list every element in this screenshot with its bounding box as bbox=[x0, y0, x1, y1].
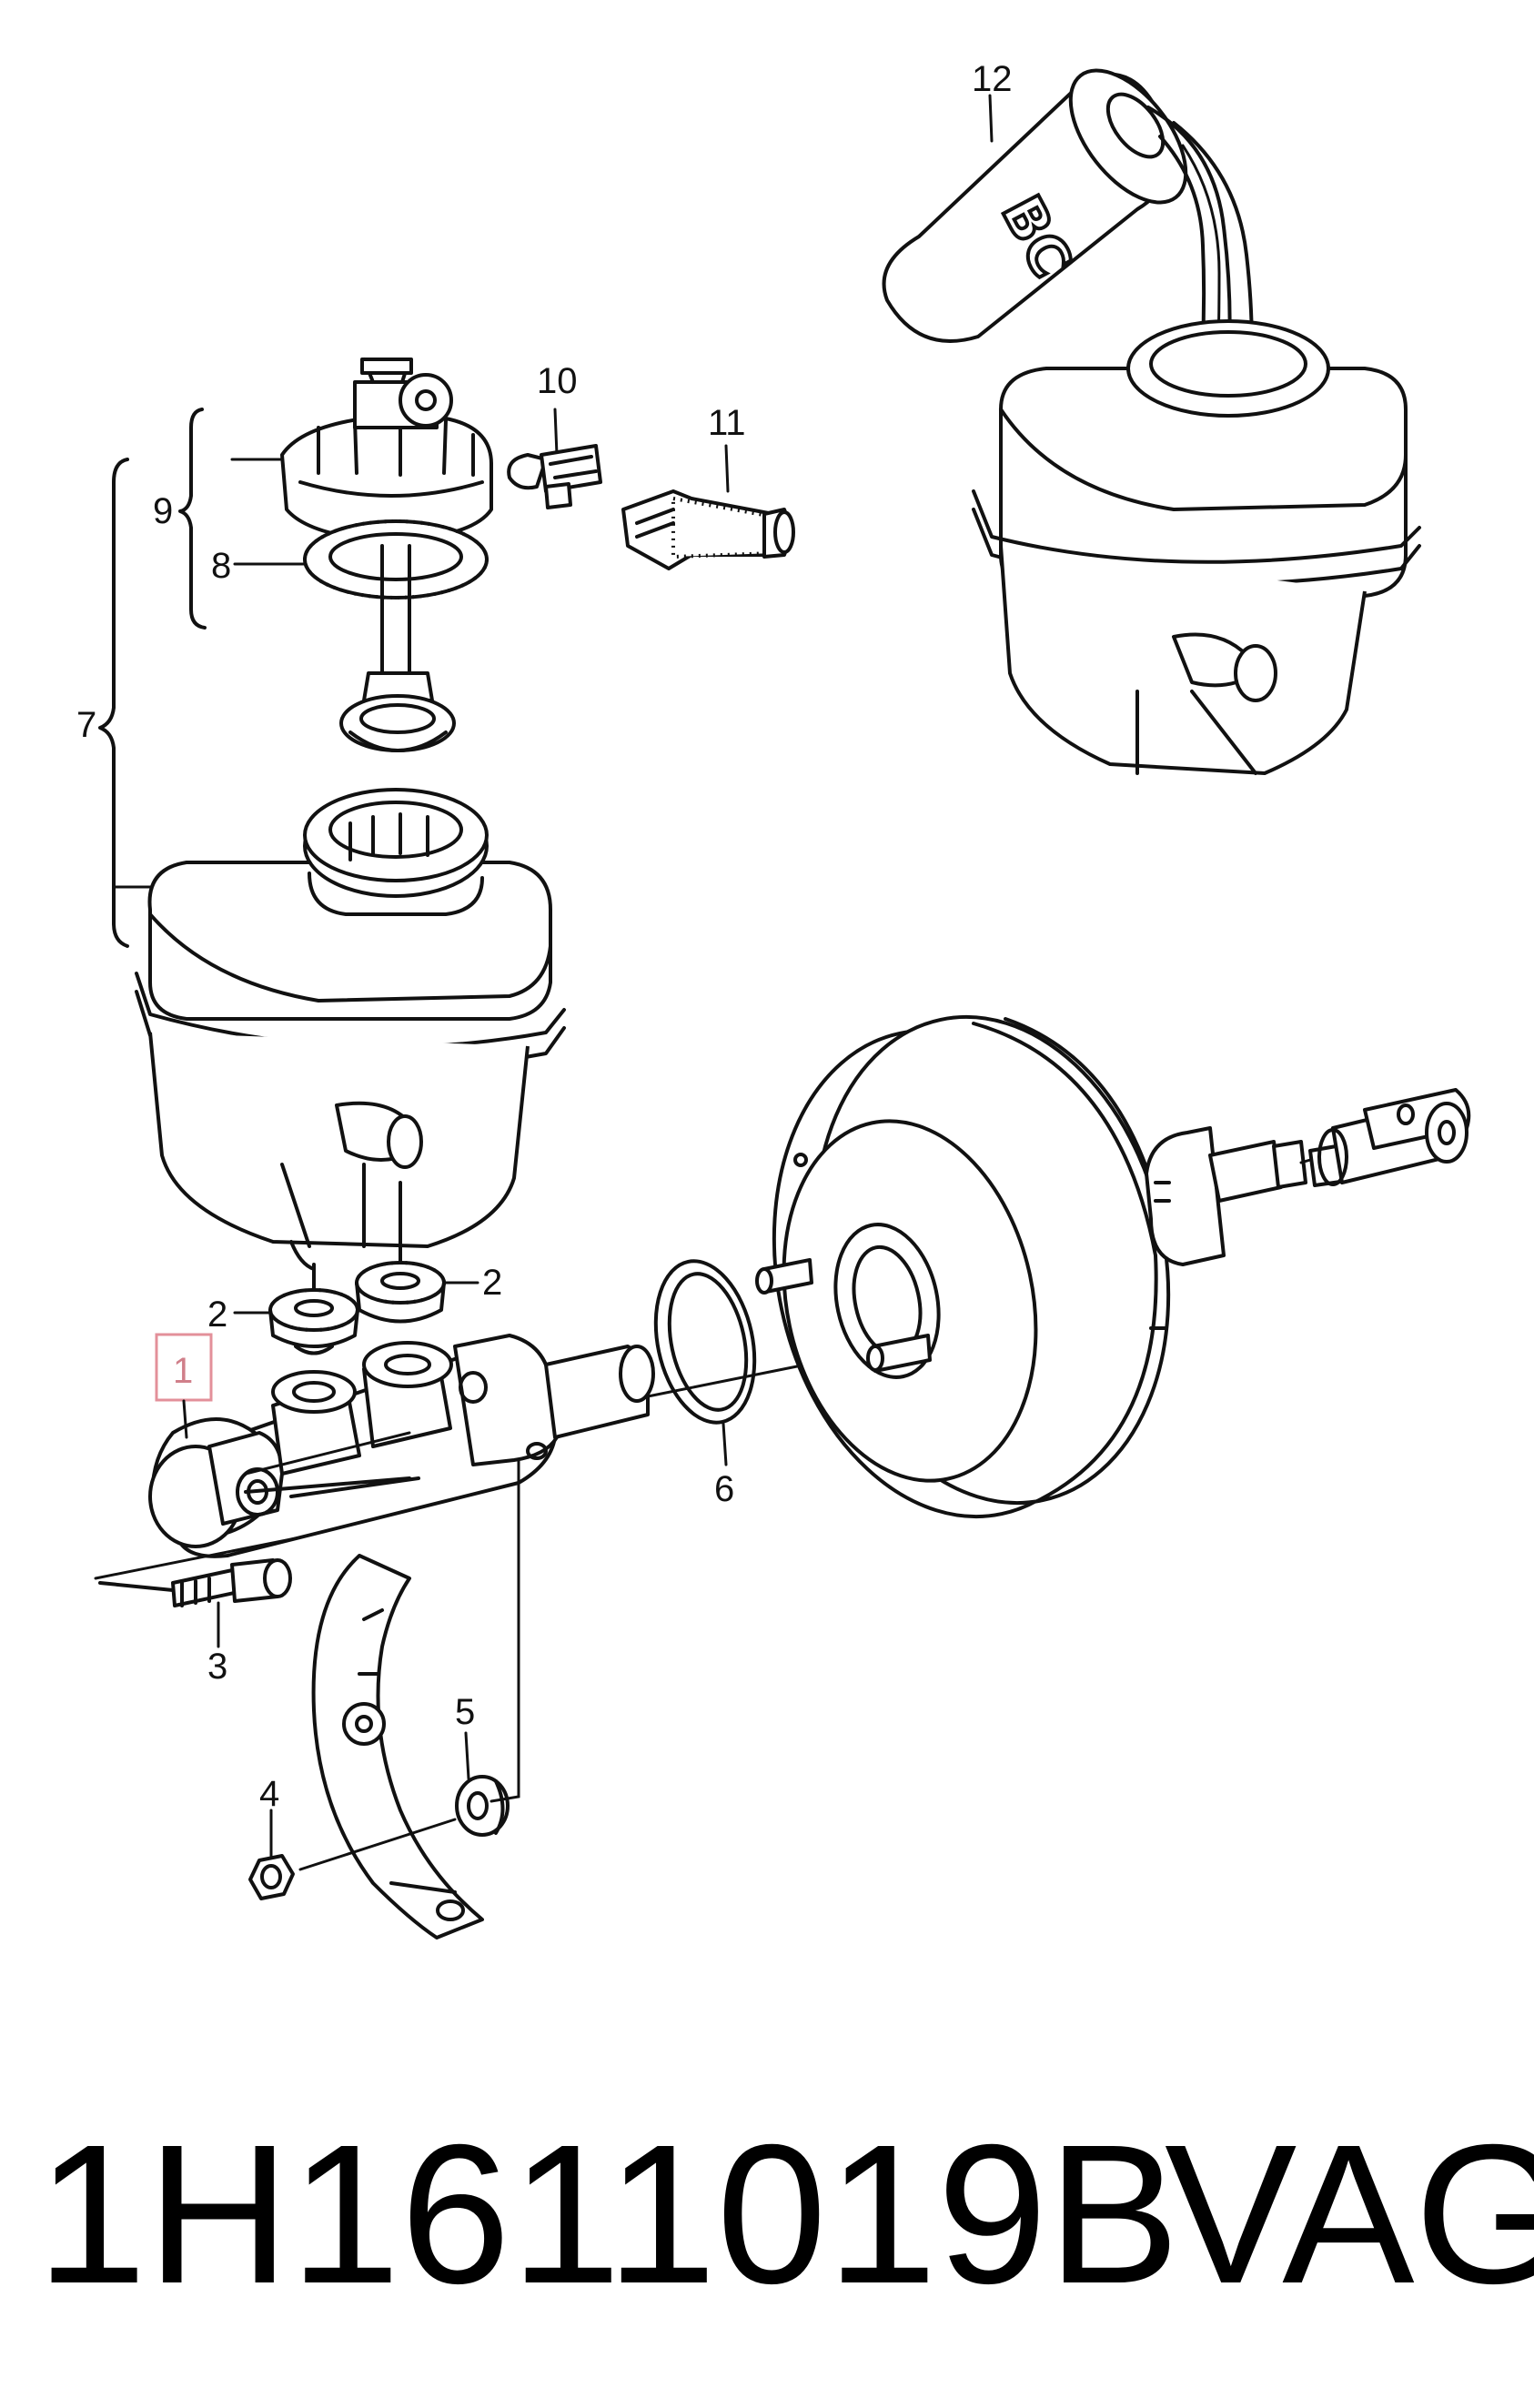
callout-label-2: 2 bbox=[207, 1295, 227, 1335]
callout-leader bbox=[182, 1399, 188, 1439]
callout-label-4: 4 bbox=[259, 1774, 279, 1814]
cylinder-wedge-line bbox=[244, 1431, 411, 1476]
brake-master-cylinder-drawing bbox=[148, 1334, 655, 1558]
reservoir-grommet-drawing bbox=[268, 1288, 359, 1355]
brake-fluid-reservoir-drawing bbox=[135, 788, 566, 1294]
brake-booster-drawing bbox=[755, 1014, 1471, 1519]
callout-label-8: 8 bbox=[211, 546, 231, 586]
callout-label-10: 10 bbox=[537, 361, 578, 401]
bracket-9 bbox=[178, 408, 207, 630]
callout-label-3: 3 bbox=[207, 1647, 227, 1687]
callout-leader bbox=[464, 1731, 470, 1780]
cap-stem-and-float-drawing bbox=[339, 544, 456, 752]
heat-shield-drawing bbox=[311, 1554, 484, 1939]
callout-label-9: 9 bbox=[153, 491, 173, 531]
callout-label-6: 6 bbox=[714, 1469, 734, 1509]
nut-drawing bbox=[248, 1854, 295, 1900]
cylinder-wedge-line bbox=[94, 1536, 302, 1580]
nut-leader-line bbox=[298, 1818, 457, 1871]
callout-label-2: 2 bbox=[482, 1263, 502, 1303]
clip-connector-drawing bbox=[507, 444, 602, 509]
reservoir-grommet-drawing bbox=[355, 1261, 446, 1324]
washer-drawing bbox=[455, 1775, 510, 1837]
brand-name: VAG bbox=[1165, 2104, 1534, 2325]
callout-label-7: 7 bbox=[76, 705, 96, 745]
callout-leader bbox=[553, 408, 559, 457]
level-sensor-plug-drawing bbox=[621, 489, 795, 570]
callout-label-12: 12 bbox=[972, 59, 1013, 99]
part-caption: 1H1611019B VAG bbox=[36, 2092, 1534, 2338]
cap-gasket-drawing bbox=[303, 519, 489, 599]
bracket-7 bbox=[98, 458, 129, 948]
callout-label-5: 5 bbox=[455, 1692, 475, 1732]
bleed-screw-drawing bbox=[98, 1558, 292, 1607]
callout-leader bbox=[722, 1422, 728, 1466]
o-ring-seal-drawing bbox=[653, 1259, 757, 1425]
callout-label-1: 1 bbox=[173, 1351, 193, 1391]
part-number: 1H1611019B bbox=[36, 2104, 1180, 2325]
callout-leader bbox=[988, 94, 994, 143]
callout-label-11: 11 bbox=[708, 403, 746, 443]
callout-leader bbox=[724, 444, 730, 493]
reservoir-cap-drawing bbox=[280, 358, 493, 543]
reservoir-filled-drawing bbox=[972, 319, 1421, 775]
cylinder-stud-line bbox=[489, 1458, 520, 1803]
